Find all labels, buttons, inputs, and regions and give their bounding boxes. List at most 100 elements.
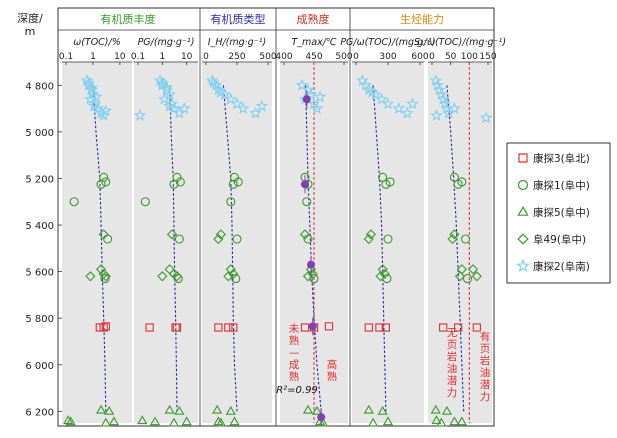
data-point-diamond <box>471 271 482 282</box>
data-point-star <box>88 97 102 110</box>
data-point-star <box>209 78 223 91</box>
annotation-high-mature-char: 熟 <box>327 370 338 383</box>
annotation-has-shale-oil-char: 岩 <box>480 354 491 367</box>
data-point-triangle <box>149 416 161 426</box>
data-point-circle <box>228 179 238 189</box>
data-point-circle <box>140 197 150 207</box>
data-point-star <box>160 81 173 93</box>
legend-label-2: 康探5(阜中) <box>533 206 590 219</box>
data-point-star <box>99 104 113 117</box>
legend-label-1: 康探1(阜中) <box>533 179 590 192</box>
annotation-no-shale-oil-char: 潜 <box>447 374 458 387</box>
legend-label-4: 康探2(阜南) <box>533 260 590 273</box>
legend-label-0: 康探3(阜北) <box>533 152 590 165</box>
data-point-triangle <box>367 417 379 427</box>
data-point-triangle <box>108 416 120 426</box>
data-point-square <box>439 323 448 332</box>
data-point-square <box>101 322 110 331</box>
data-point-star <box>365 85 379 98</box>
data-point-circle <box>462 274 473 284</box>
depth-tick-label: 5 200 <box>25 174 54 185</box>
data-point-star <box>479 111 493 124</box>
data-point-star <box>158 92 171 105</box>
data-point-star <box>392 102 405 114</box>
data-point-triangle <box>456 416 467 426</box>
data-point-star <box>224 92 238 105</box>
data-point-diamond <box>225 264 236 275</box>
legend-marker-square <box>518 153 528 163</box>
data-point-triangle <box>215 417 226 427</box>
data-point-star <box>430 109 443 121</box>
data-point-circle <box>383 234 393 244</box>
data-point-triangle <box>311 405 323 415</box>
data-point-diamond <box>467 264 479 275</box>
x-tick-label-5: 0 <box>429 52 435 62</box>
panel-title-5: S₁/ω(TOC)/(mg·g⁻¹) <box>414 37 506 48</box>
annotation-high-mature-char: 高 <box>327 358 338 371</box>
group-title-0: 有机质丰度 <box>101 12 156 26</box>
panel-title-0: ω(TOC)/% <box>73 37 121 48</box>
x-tick-label-1: 1 <box>159 52 165 62</box>
data-point-diamond <box>379 268 390 280</box>
data-point-star <box>156 76 169 89</box>
mean-point <box>307 260 315 269</box>
annotation-no-shale-oil-char: 无 <box>447 327 458 339</box>
data-point-diamond <box>98 268 109 280</box>
annotation-has-shale-oil-char: 有 <box>480 330 491 343</box>
panel-title-3: T_max/℃ <box>291 37 336 48</box>
data-point-triangle <box>377 405 388 415</box>
x-tick-label-5: 150 <box>479 52 496 62</box>
group-title-2: 成熟度 <box>297 12 330 26</box>
x-tick-label-2: 250 <box>228 52 245 62</box>
data-point-star <box>356 74 369 86</box>
data-point-square <box>381 323 391 332</box>
data-point-star <box>400 106 414 119</box>
data-point-circle <box>381 179 391 189</box>
data-point-circle <box>175 177 185 187</box>
panel-background-1 <box>134 62 198 423</box>
data-point-diamond <box>213 233 224 245</box>
data-point-star <box>359 78 372 91</box>
trend-line-3 <box>305 85 322 412</box>
data-point-triangle <box>65 416 76 426</box>
data-point-circle <box>174 234 184 244</box>
x-tick-label-5: 100 <box>461 52 478 62</box>
data-point-star <box>255 99 269 112</box>
data-point-star <box>80 74 94 86</box>
data-point-diamond <box>365 229 377 240</box>
data-point-triangle <box>181 416 192 426</box>
depth-axis-label-2: m <box>25 25 36 38</box>
x-tick-label-0: 0.1 <box>59 52 73 62</box>
x-tick-label-4: 0 <box>353 52 359 62</box>
data-point-triangle <box>449 416 460 426</box>
data-point-star <box>85 81 98 93</box>
data-point-star <box>163 88 176 100</box>
annotation-immature-mature-char: 熟 <box>289 370 300 383</box>
annotation-no-shale-oil-char: 油 <box>447 362 458 375</box>
data-point-star <box>178 102 191 114</box>
data-point-star <box>436 92 450 105</box>
data-point-diamond <box>85 271 96 282</box>
panel-title-4: PG/ω(TOC)/(mg·g⁻¹) <box>340 37 435 48</box>
panel-title-2: I_H/(mg·g⁻¹) <box>208 37 266 48</box>
data-point-star <box>381 97 395 110</box>
x-tick-label-3: 500 <box>335 52 352 62</box>
annotation-immature-mature-char: — <box>289 347 300 359</box>
annotation-no-shale-oil-char: 页 <box>447 339 458 351</box>
data-point-star <box>375 92 388 105</box>
data-point-circle <box>231 274 241 284</box>
annotation-has-shale-oil-char: 潜 <box>480 378 491 391</box>
data-point-star <box>435 88 448 100</box>
mean-point <box>301 180 309 189</box>
data-point-star <box>438 97 452 110</box>
legend-marker-star <box>516 258 530 272</box>
data-point-circle <box>169 179 179 189</box>
group-title-1: 有机质类型 <box>211 12 266 26</box>
data-point-circle <box>226 197 236 207</box>
x-tick-label-1: 0.1 <box>131 52 145 62</box>
data-point-circle <box>96 179 106 189</box>
trend-line-5 <box>446 85 465 412</box>
annotation-has-shale-oil-char: 页 <box>480 343 491 355</box>
legend-box <box>506 142 611 284</box>
